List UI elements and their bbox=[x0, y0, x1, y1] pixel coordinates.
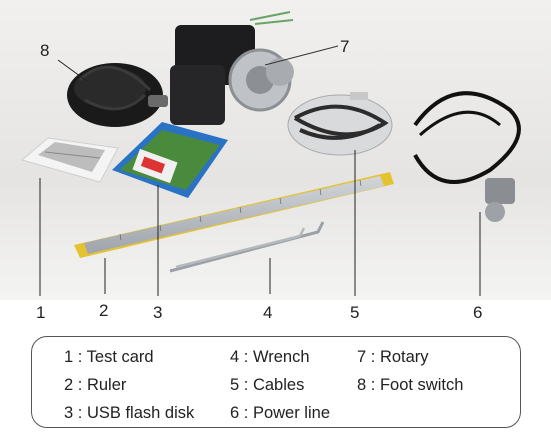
legend-num: 6 bbox=[230, 404, 240, 422]
legend-label: Power line bbox=[252, 404, 330, 422]
legend-num: 8 bbox=[357, 376, 367, 394]
legend-label: Wrench bbox=[252, 348, 310, 366]
legend-label: Foot switch bbox=[379, 376, 464, 394]
callout-number-4: 4 bbox=[263, 303, 273, 322]
callout-number-3: 3 bbox=[153, 303, 163, 322]
callout-number-5: 5 bbox=[350, 303, 360, 322]
legend-num: 2 bbox=[64, 376, 74, 394]
usb-flash-disk-image bbox=[112, 122, 228, 198]
legend-item-7: 7 : Rotary bbox=[357, 349, 429, 366]
legend-label: USB flash disk bbox=[86, 404, 195, 422]
ruler-image bbox=[74, 172, 394, 258]
legend-label: Rotary bbox=[379, 348, 429, 366]
callout-number-8: 8 bbox=[40, 41, 50, 60]
cables-image bbox=[287, 92, 393, 156]
legend-label: Ruler bbox=[86, 376, 127, 394]
legend-sep: : bbox=[73, 376, 87, 394]
callout-lines bbox=[39, 59, 481, 296]
legend-sep: : bbox=[366, 376, 380, 394]
callout-number-2: 2 bbox=[99, 301, 109, 320]
legend-num: 4 bbox=[230, 348, 240, 366]
callout-number-7: 7 bbox=[340, 37, 350, 56]
legend-item-8: 8 : Foot switch bbox=[357, 377, 463, 394]
legend-sep: : bbox=[73, 404, 87, 422]
legend-sep: : bbox=[366, 348, 380, 366]
legend-num: 7 bbox=[357, 348, 367, 366]
wrench-image bbox=[169, 221, 325, 273]
callout-number-1: 1 bbox=[36, 303, 46, 322]
legend-item-6: 6 : Power line bbox=[230, 405, 330, 422]
legend-num: 1 bbox=[64, 348, 74, 366]
test-card-image bbox=[20, 137, 119, 183]
legend-item-2: 2 : Ruler bbox=[64, 377, 126, 394]
legend-sep: : bbox=[239, 348, 253, 366]
legend-item-1: 1 : Test card bbox=[64, 349, 154, 366]
foot-switch-image bbox=[67, 63, 168, 127]
legend-sep: : bbox=[73, 348, 87, 366]
legend-item-3: 3 : USB flash disk bbox=[64, 405, 194, 422]
legend-sep: : bbox=[239, 404, 253, 422]
legend-num: 5 bbox=[230, 376, 240, 394]
legend-box: 1 : Test card 2 : Ruler 3 : USB flash di… bbox=[31, 336, 521, 428]
legend-label: Test card bbox=[86, 348, 154, 366]
power-line-image bbox=[413, 91, 521, 222]
legend-item-4: 4 : Wrench bbox=[230, 349, 310, 366]
legend-item-5: 5 : Cables bbox=[230, 377, 304, 394]
rotary-image bbox=[170, 11, 339, 125]
legend-label: Cables bbox=[252, 376, 305, 394]
product-photo bbox=[0, 0, 551, 300]
legend-num: 3 bbox=[64, 404, 74, 422]
legend-sep: : bbox=[239, 376, 253, 394]
callout-number-6: 6 bbox=[473, 303, 483, 322]
